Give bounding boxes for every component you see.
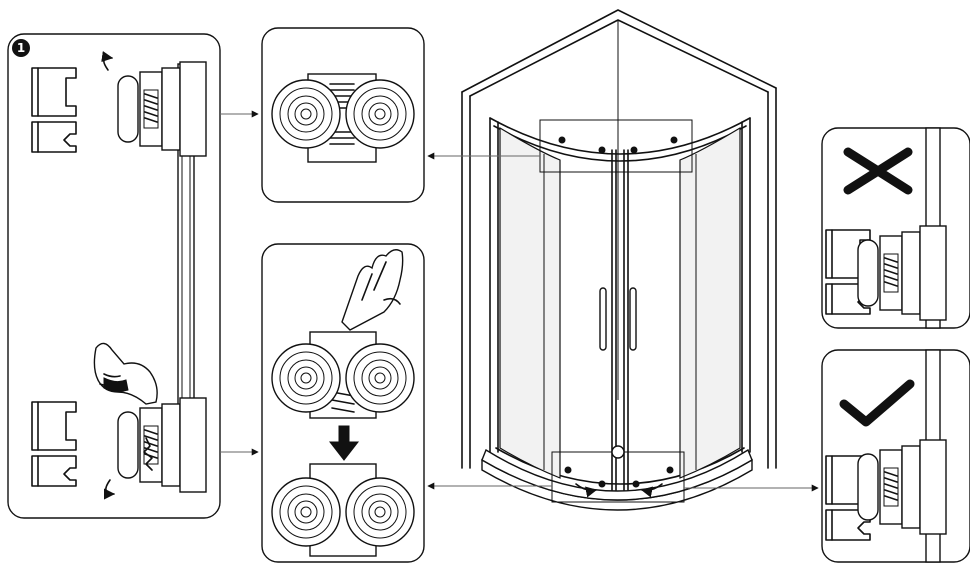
door-handle-left	[599, 287, 607, 351]
upper-roller-fitting	[117, 61, 207, 157]
left-detail-panel	[7, 33, 221, 519]
roller-wheel-left	[271, 79, 341, 149]
lower-roller-fitting	[117, 397, 207, 493]
door-handle-right	[629, 287, 637, 351]
step-number-badge: 1	[12, 39, 30, 57]
top-roller-panel	[261, 27, 425, 203]
curved-arrow-icon	[103, 479, 116, 500]
wrong-install-panel	[821, 127, 970, 329]
roller-wheel-left	[271, 477, 341, 547]
fixed-glass-left	[499, 126, 561, 479]
correct-install-panel	[821, 349, 970, 563]
roller-wheel-right	[345, 343, 415, 413]
roller-wheel-right	[345, 477, 415, 547]
connector-lines	[220, 110, 819, 492]
fitting-wrong	[857, 225, 947, 321]
curved-arrow-icon	[101, 51, 114, 71]
roller-wheel-right	[345, 79, 415, 149]
top-rollers-highlight	[539, 119, 693, 173]
fixed-glass-right	[679, 126, 741, 479]
fitting-correct	[857, 439, 947, 535]
check-icon	[839, 379, 915, 427]
cross-icon	[843, 147, 913, 195]
down-arrow-icon	[328, 425, 360, 461]
pointing-hand-icon	[341, 249, 404, 331]
bottom-roller-panel	[261, 243, 425, 563]
pointing-hand-icon	[93, 342, 158, 405]
roller-wheel-left	[271, 343, 341, 413]
shower-enclosure	[461, 9, 777, 511]
